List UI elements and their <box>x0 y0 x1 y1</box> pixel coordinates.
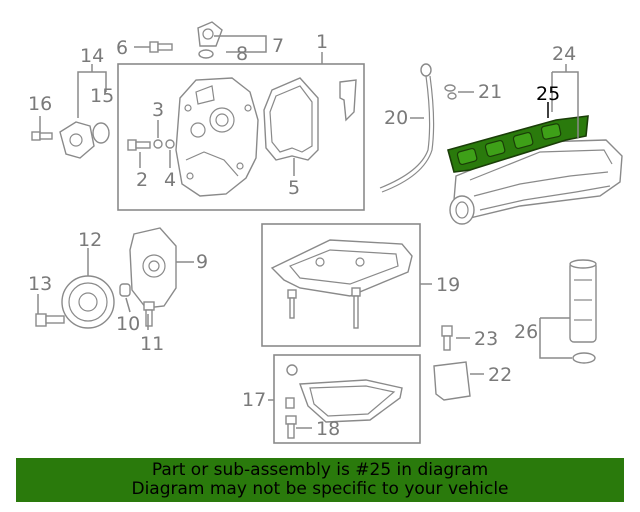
callout-18[interactable]: 18 <box>316 418 340 440</box>
callout-labels: 1 2 3 4 5 6 7 8 9 10 11 12 13 14 15 16 1… <box>28 31 576 440</box>
bolt-part-11[interactable] <box>143 301 155 327</box>
callout-8[interactable]: 8 <box>236 43 248 65</box>
dowel-part-10[interactable] <box>119 283 131 297</box>
bolt-part-18[interactable] <box>285 415 297 439</box>
callout-3[interactable]: 3 <box>152 99 164 121</box>
oil-filter-cover-part-22[interactable] <box>433 361 471 401</box>
oil-filter-part-26[interactable] <box>569 259 597 364</box>
leader-lines <box>37 35 579 429</box>
callout-26[interactable]: 26 <box>514 321 538 343</box>
info-banner: Part or sub-assembly is #25 in diagram D… <box>16 458 624 502</box>
callout-14[interactable]: 14 <box>80 45 104 67</box>
callout-2[interactable]: 2 <box>136 169 148 191</box>
intake-gasket-part-25[interactable] <box>447 115 589 173</box>
front-cover-gasket[interactable] <box>263 77 319 161</box>
callout-21[interactable]: 21 <box>478 81 502 103</box>
intake-manifold-part-24[interactable] <box>449 139 623 225</box>
callout-13[interactable]: 13 <box>28 273 52 295</box>
callout-10[interactable]: 10 <box>116 313 140 335</box>
callout-23[interactable]: 23 <box>474 328 498 350</box>
timing-cover-part-9[interactable] <box>129 227 177 309</box>
bolt-part-13[interactable] <box>35 313 65 327</box>
oil-pan-upper-frame <box>261 223 421 347</box>
callout-7[interactable]: 7 <box>272 35 284 57</box>
dipstick-part-20[interactable] <box>379 63 435 193</box>
parts-diagram: 1 2 3 4 5 6 7 8 9 10 11 12 13 14 15 16 1… <box>28 21 623 444</box>
banner-line-part-info: Part or sub-assembly is #25 in diagram <box>151 460 489 480</box>
front-cover-bracket <box>339 79 357 122</box>
oil-filler-cap-part-7[interactable] <box>197 21 223 47</box>
seal-part-8[interactable] <box>198 49 214 59</box>
oil-pan-lower-frame <box>273 354 421 444</box>
lower-oil-pan-part-17[interactable] <box>285 364 403 423</box>
engine-front-cover-frame <box>117 63 365 211</box>
callout-11[interactable]: 11 <box>140 333 164 355</box>
gasket-part-15[interactable] <box>92 122 110 144</box>
banner-line-disclaimer: Diagram may not be specific to your vehi… <box>131 479 509 499</box>
callout-12[interactable]: 12 <box>78 229 102 251</box>
seal-part-21b[interactable] <box>447 92 457 100</box>
sensor-part-23[interactable] <box>441 325 453 351</box>
callout-19[interactable]: 19 <box>436 274 460 296</box>
bolt-part-16[interactable] <box>31 131 53 141</box>
front-cover-part[interactable] <box>175 77 259 197</box>
bolt-part-2[interactable] <box>127 139 151 151</box>
callout-16[interactable]: 16 <box>28 93 52 115</box>
callout-5[interactable]: 5 <box>288 177 300 199</box>
washer-part-3[interactable] <box>153 139 163 149</box>
callout-25[interactable]: 25 <box>536 83 560 105</box>
callout-4[interactable]: 4 <box>164 169 176 191</box>
upper-oil-pan-part-19[interactable] <box>270 239 413 329</box>
crankshaft-pulley-part-12[interactable] <box>61 275 115 329</box>
callout-6[interactable]: 6 <box>116 37 128 59</box>
seal-part-21a[interactable] <box>444 84 456 92</box>
seal-part-4[interactable] <box>165 139 175 149</box>
callout-24[interactable]: 24 <box>552 43 576 65</box>
callout-22[interactable]: 22 <box>488 364 512 386</box>
callout-15[interactable]: 15 <box>90 85 114 107</box>
callout-1[interactable]: 1 <box>316 31 328 53</box>
callout-9[interactable]: 9 <box>196 251 208 273</box>
bolt-part-6[interactable] <box>149 41 173 53</box>
callout-20[interactable]: 20 <box>384 107 408 129</box>
water-pump-part-14[interactable] <box>59 121 95 159</box>
callout-17[interactable]: 17 <box>242 389 266 411</box>
